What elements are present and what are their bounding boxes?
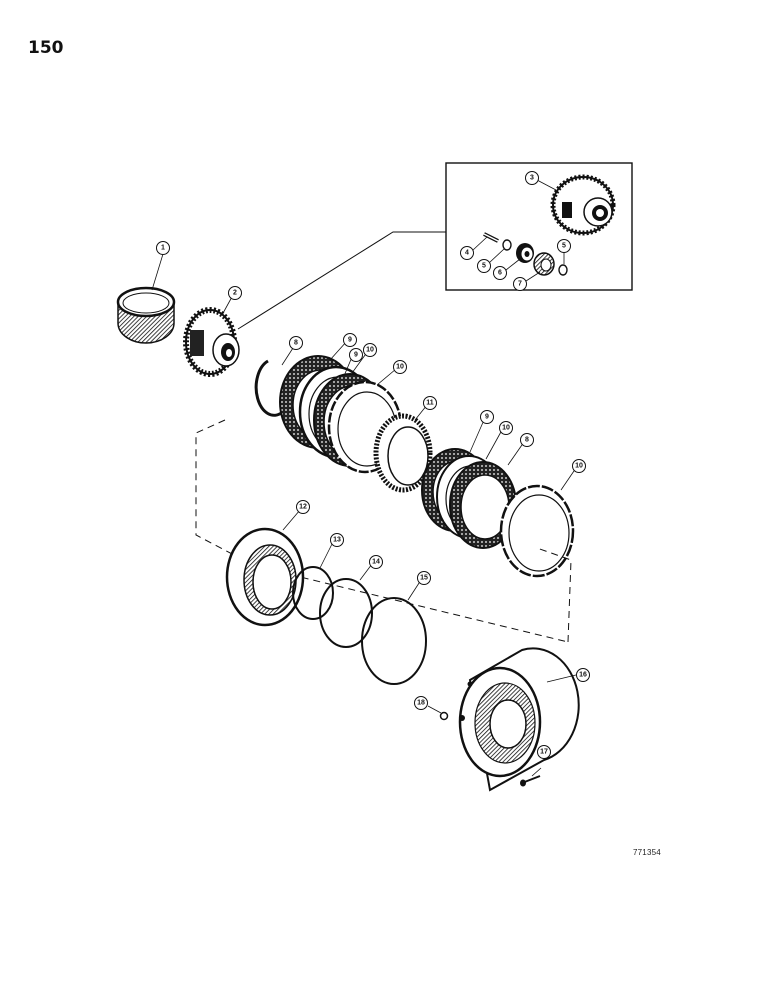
clutch-housing-part [458, 647, 580, 792]
outer-seal-ring-part [319, 578, 373, 648]
callout-circle [557, 239, 571, 253]
callout-circle [477, 259, 491, 273]
callout-c12: 12 [296, 500, 310, 514]
planet-gear-part [516, 243, 534, 263]
callout-circle [423, 396, 437, 410]
callout-c11: 11 [423, 396, 437, 410]
callout-label: 18 [417, 700, 425, 707]
callout-label: 7 [518, 281, 522, 288]
callout-c15: 15 [417, 571, 431, 585]
needle-bearing-part [533, 252, 555, 276]
callout-c16: 16 [576, 668, 590, 682]
drawing-code: 771354 [633, 848, 661, 857]
clutch-hub-part [373, 413, 433, 493]
callout-label: 10 [502, 425, 510, 432]
callout-label: 10 [396, 364, 404, 371]
callout-c3: 3 [525, 171, 539, 185]
callout-label: 11 [426, 400, 434, 407]
callout-label: 10 [366, 347, 374, 354]
callout-label: 10 [575, 463, 583, 470]
callout-label: 5 [482, 263, 486, 270]
pin-part [483, 232, 499, 243]
callout-circle [525, 171, 539, 185]
callout-circle [513, 277, 527, 291]
pressure-plate-part [499, 484, 575, 578]
callout-circle [417, 571, 431, 585]
callout-c5b: 5 [557, 239, 571, 253]
callout-circle [414, 696, 428, 710]
callout-circle [363, 343, 377, 357]
callout-c17: 17 [537, 745, 551, 759]
callout-circle [520, 433, 534, 447]
clutch-pack-lower [421, 448, 517, 549]
callout-circle [228, 286, 242, 300]
callout-circle [460, 246, 474, 260]
callout-label: 8 [525, 437, 529, 444]
callout-c10a: 10 [363, 343, 377, 357]
callout-c13: 13 [330, 533, 344, 547]
callout-circle [296, 500, 310, 514]
clutch-pack-upper [279, 355, 403, 474]
callout-label: 15 [420, 575, 428, 582]
callout-circle [480, 410, 494, 424]
callout-c18: 18 [414, 696, 428, 710]
callout-c9b: 9 [349, 348, 363, 362]
callout-circle [499, 421, 513, 435]
callout-label: 14 [372, 559, 380, 566]
callout-label: 13 [333, 537, 341, 544]
piston-part [225, 527, 305, 627]
check-ball-part [427, 705, 449, 721]
callout-circle [572, 459, 586, 473]
callout-label: 6 [498, 270, 502, 277]
page-number: 150 [28, 38, 64, 58]
callout-label: 16 [579, 672, 587, 679]
ring-gear-part [116, 286, 176, 344]
callout-label: 3 [530, 175, 534, 182]
callout-circle [330, 533, 344, 547]
callout-label: 4 [465, 250, 469, 257]
callout-c6: 6 [493, 266, 507, 280]
housing-seal-ring-part [361, 597, 427, 685]
callout-c10b: 10 [393, 360, 407, 374]
callout-c9c: 9 [480, 410, 494, 424]
callout-label: 8 [294, 340, 298, 347]
callout-label: 17 [540, 749, 548, 756]
inset-detail-box [237, 162, 633, 330]
callout-circle [537, 745, 551, 759]
callout-label: 1 [161, 245, 165, 252]
callout-circle [349, 348, 363, 362]
callout-label: 12 [299, 504, 307, 511]
callout-label: 9 [348, 337, 352, 344]
callout-c5a: 5 [477, 259, 491, 273]
callout-label: 9 [354, 352, 358, 359]
callout-circle [576, 668, 590, 682]
washer-part [502, 239, 568, 276]
callout-label: 2 [233, 290, 237, 297]
callout-circle [369, 555, 383, 569]
callout-c7: 7 [513, 277, 527, 291]
callout-c14: 14 [369, 555, 383, 569]
callout-circle [393, 360, 407, 374]
callout-c2: 2 [228, 286, 242, 300]
callout-c1: 1 [156, 241, 170, 255]
callout-c10d: 10 [572, 459, 586, 473]
callout-circle [343, 333, 357, 347]
callout-label: 9 [485, 414, 489, 421]
callout-c4: 4 [460, 246, 474, 260]
planet-carrier-housing-part [550, 174, 616, 236]
callout-circle [156, 241, 170, 255]
callout-c10c: 10 [499, 421, 513, 435]
callout-circle [493, 266, 507, 280]
callout-label: 5 [562, 243, 566, 250]
callout-c9a: 9 [343, 333, 357, 347]
planet-carrier-assembly-part [183, 307, 240, 377]
callout-c8a: 8 [289, 336, 303, 350]
callout-c8b: 8 [520, 433, 534, 447]
bolt-part [520, 767, 542, 787]
inner-seal-ring-part [292, 566, 334, 620]
callout-circle [289, 336, 303, 350]
